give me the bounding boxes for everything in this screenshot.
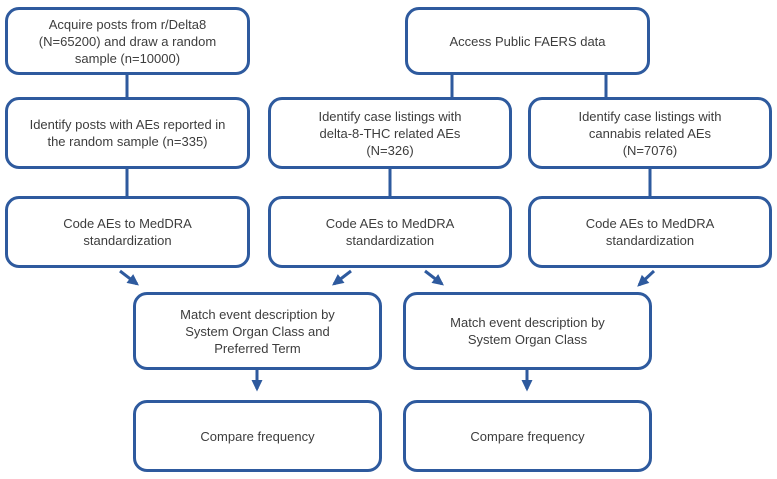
flow-node-identify-delta8-listings: Identify case listings with delta-8-THC … <box>268 97 512 169</box>
flow-node-code-meddra-delta8: Code AEs to MedDRA standardization <box>268 196 512 268</box>
flow-node-compare-frequency-left: Compare frequency <box>133 400 382 472</box>
flow-node-code-meddra-reddit: Code AEs to MedDRA standardization <box>5 196 250 268</box>
edge-code-middle-to-match-soc <box>424 269 444 286</box>
flow-node-identify-reddit-aes: Identify posts with AEs reported in the … <box>5 97 250 169</box>
flow-node-acquire-reddit-posts: Acquire posts from r/Delta8 (N=65200) an… <box>5 7 250 75</box>
flow-node-code-meddra-cannabis: Code AEs to MedDRA standardization <box>528 196 772 268</box>
flow-node-access-faers-data: Access Public FAERS data <box>405 7 650 75</box>
flow-node-compare-frequency-right: Compare frequency <box>403 400 652 472</box>
edge-code-middle-to-match-pt <box>332 269 352 286</box>
edge-code-right-to-match-soc <box>637 269 656 287</box>
flow-node-identify-cannabis-listings: Identify case listings with cannabis rel… <box>528 97 772 169</box>
edge-code-left-to-match-pt <box>119 269 139 286</box>
flow-node-match-soc-and-pt: Match event description by System Organ … <box>133 292 382 370</box>
flow-node-match-soc: Match event description by System Organ … <box>403 292 652 370</box>
